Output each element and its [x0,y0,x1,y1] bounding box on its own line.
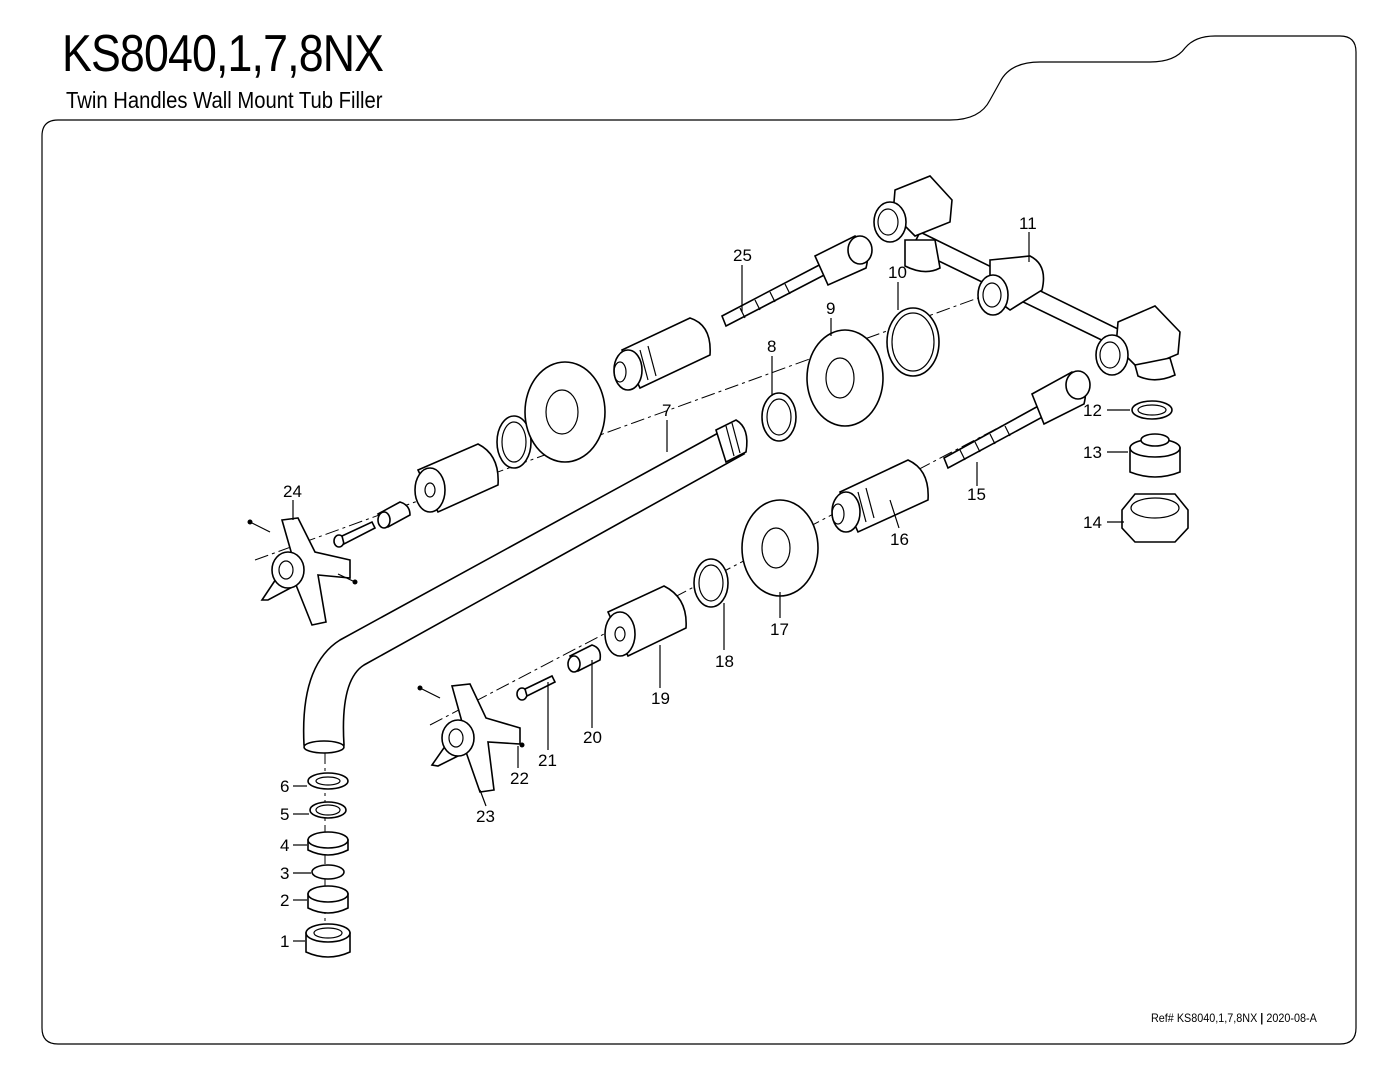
screw-lower [516,674,557,701]
adapter-upper [376,501,411,529]
sleeve-upper [414,443,499,514]
callout-14: 14 [1083,513,1102,532]
callout-20: 20 [583,728,602,747]
callout-7: 7 [662,401,671,420]
model-title: KS8040,1,7,8NX [62,25,384,83]
callout-2: 2 [280,891,289,910]
valve-body-11 [873,175,1181,381]
callout-25: 25 [733,246,752,265]
drawing-frame [41,35,1357,1045]
flange-17 [741,499,819,597]
o-ring-10 [886,307,940,377]
leader-lines [292,232,1130,942]
aerator-stack [305,772,351,958]
flange-9 [806,329,884,427]
washer-12 [1131,400,1173,420]
cartridge-body-16 [831,459,929,534]
callout-5: 5 [280,805,289,824]
callout-10: 10 [888,263,907,282]
ref-revision: 2020-08-A [1266,1011,1317,1025]
ref-value: KS8040,1,7,8NX [1176,1011,1258,1025]
callout-numbers: 25 7 8 9 10 11 12 13 14 15 16 17 18 19 2… [280,214,1102,951]
spout-7 [302,419,748,754]
callout-23: 23 [476,807,495,826]
callout-9: 9 [826,299,835,318]
callout-16: 16 [890,530,909,549]
handle-24 [247,517,358,626]
callout-8: 8 [767,337,776,356]
reference-footer: Ref# KS8040,1,7,8NX | 2020-08-A [1151,1011,1317,1025]
nut-14 [1121,493,1189,543]
washer-8 [761,392,797,442]
washer-18 [693,558,729,608]
callout-1: 1 [280,932,289,951]
callout-12: 12 [1083,401,1102,420]
adapter-20 [567,644,602,673]
callout-13: 13 [1083,443,1102,462]
callout-21: 21 [538,751,557,770]
ref-label: Ref# [1151,1011,1174,1025]
stem-25 [720,235,873,328]
callout-15: 15 [967,485,986,504]
callout-22: 22 [510,769,529,788]
screw-upper [333,520,377,548]
ref-separator: | [1260,1011,1264,1025]
callout-11: 11 [1019,214,1037,233]
callout-3: 3 [280,864,289,883]
callout-4: 4 [280,836,289,855]
handle-23 [417,683,525,793]
callout-19: 19 [651,689,670,708]
flange-upper [524,361,606,463]
callout-17: 17 [770,620,789,639]
callout-24: 24 [283,482,302,501]
product-subtitle: Twin Handles Wall Mount Tub Filler [66,87,383,113]
washer-upper [496,415,532,469]
sleeve-19 [604,585,687,658]
adapter-13 [1129,433,1181,478]
stem-15 [942,370,1091,470]
cartridge-body-upper [613,317,711,391]
callout-6: 6 [280,777,289,796]
callout-18: 18 [715,652,734,671]
